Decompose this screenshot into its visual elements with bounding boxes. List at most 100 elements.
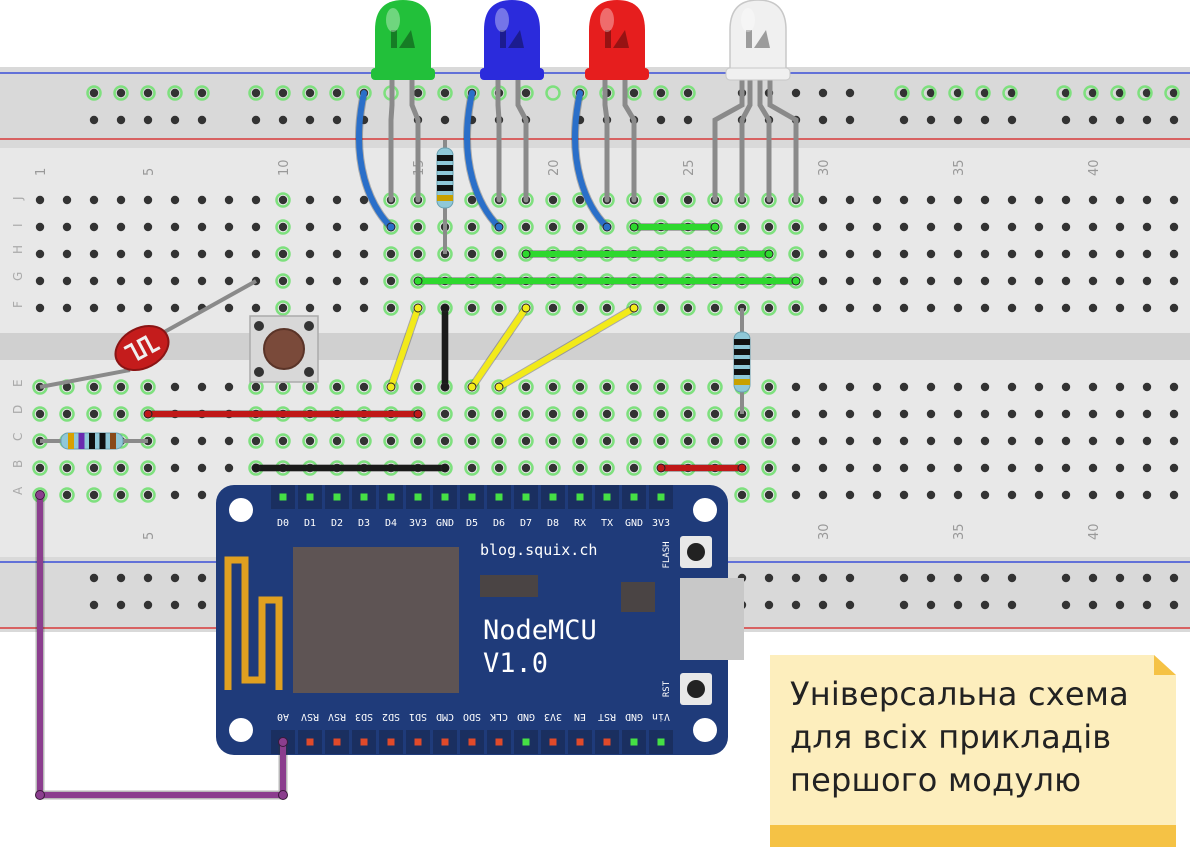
- pin-label: SD3: [355, 711, 373, 722]
- connected-hole: [302, 433, 318, 449]
- connected-hole: [491, 246, 507, 262]
- led-body: [375, 0, 431, 78]
- column-number-top: 30: [817, 159, 832, 176]
- connected-hole: [194, 85, 210, 101]
- rail-hole-top: [440, 88, 450, 98]
- rail-hole-bottom: [1061, 573, 1071, 583]
- terminal-hole: [872, 276, 882, 286]
- connected-hole: [599, 219, 615, 235]
- terminal-hole: [791, 463, 801, 473]
- rail-hole-bottom: [1088, 573, 1098, 583]
- connected-hole: [545, 300, 561, 316]
- rail-hole-bottom: [980, 573, 990, 583]
- terminal-hole: [953, 249, 963, 259]
- wire-purple-joint: [278, 790, 288, 800]
- terminal-hole: [143, 195, 153, 205]
- connected-hole: [464, 379, 480, 395]
- board-name: NodeMCU: [483, 615, 597, 646]
- led-shine: [495, 8, 509, 32]
- connected-hole: [707, 433, 723, 449]
- pin-label: RSV: [328, 711, 346, 722]
- terminal-hole: [35, 276, 45, 286]
- connected-hole: [491, 460, 507, 476]
- terminal-hole: [197, 490, 207, 500]
- connected-hole: [167, 85, 183, 101]
- pin: [549, 493, 557, 501]
- wire-red-top-end: [143, 409, 153, 419]
- led-post: [399, 30, 415, 48]
- connected-hole: [356, 433, 372, 449]
- terminal-hole: [170, 195, 180, 205]
- connected-hole: [572, 460, 588, 476]
- rail-hole-bottom: [818, 600, 828, 610]
- terminal-hole: [35, 222, 45, 232]
- rail-hole-top: [278, 115, 288, 125]
- terminal-hole: [791, 436, 801, 446]
- rail-hole-top: [926, 115, 936, 125]
- terminal-hole: [818, 303, 828, 313]
- terminal-hole: [1061, 409, 1071, 419]
- terminal-hole: [1115, 249, 1125, 259]
- mount-hole: [229, 498, 253, 522]
- terminal-hole: [1061, 303, 1071, 313]
- terminal-hole: [629, 409, 639, 419]
- pin-label: D1: [304, 518, 316, 529]
- wire-green-long-end: [791, 276, 801, 286]
- pin-label: RX: [574, 518, 586, 529]
- terminal-hole: [980, 303, 990, 313]
- rail-hole-top: [413, 88, 423, 98]
- terminal-hole: [332, 303, 342, 313]
- terminal-hole: [845, 303, 855, 313]
- terminal-hole: [629, 463, 639, 473]
- terminal-hole: [845, 195, 855, 205]
- terminal-hole: [1007, 195, 1017, 205]
- terminal-hole: [1061, 249, 1071, 259]
- note-caption: Універсальна схема для всіх прикладів пе…: [790, 673, 1129, 802]
- pin-label: GND: [625, 711, 643, 722]
- pin-label: A0: [277, 711, 289, 722]
- rail-hole-bottom: [1142, 600, 1152, 610]
- terminal-hole: [89, 409, 99, 419]
- terminal-hole: [278, 195, 288, 205]
- rail-hole-top: [953, 115, 963, 125]
- pin: [306, 493, 314, 501]
- resistor-band: [734, 379, 750, 385]
- terminal-hole: [116, 490, 126, 500]
- terminal-hole: [116, 195, 126, 205]
- terminal-hole: [1034, 195, 1044, 205]
- terminal-hole: [872, 195, 882, 205]
- pin-label: EN: [574, 711, 586, 722]
- rail-hole-top: [1007, 115, 1017, 125]
- rail-hole-top: [440, 115, 450, 125]
- pin-label: GND: [517, 711, 535, 722]
- terminal-hole: [1115, 490, 1125, 500]
- terminal-hole: [575, 382, 585, 392]
- terminal-hole: [143, 276, 153, 286]
- resistor-band: [437, 185, 453, 191]
- terminal-hole: [1115, 303, 1125, 313]
- terminal-hole: [1061, 382, 1071, 392]
- connected-hole: [626, 433, 642, 449]
- terminal-hole: [305, 382, 315, 392]
- terminal-hole: [359, 436, 369, 446]
- terminal-hole: [926, 409, 936, 419]
- terminal-hole: [602, 303, 612, 313]
- note-background: [770, 655, 1176, 847]
- connected-hole: [113, 85, 129, 101]
- pin-label: D8: [547, 518, 559, 529]
- terminal-hole: [332, 222, 342, 232]
- connected-hole: [761, 406, 777, 422]
- connected-hole: [491, 433, 507, 449]
- led-shine: [600, 8, 614, 32]
- terminal-hole: [89, 249, 99, 259]
- terminal-hole: [980, 222, 990, 232]
- terminal-hole: [656, 409, 666, 419]
- terminal-hole: [656, 382, 666, 392]
- rail-hole-top: [629, 88, 639, 98]
- terminal-hole: [170, 463, 180, 473]
- led-anvil: [746, 30, 752, 48]
- mount-hole: [693, 498, 717, 522]
- terminal-hole: [899, 303, 909, 313]
- terminal-hole: [278, 222, 288, 232]
- connected-hole: [761, 433, 777, 449]
